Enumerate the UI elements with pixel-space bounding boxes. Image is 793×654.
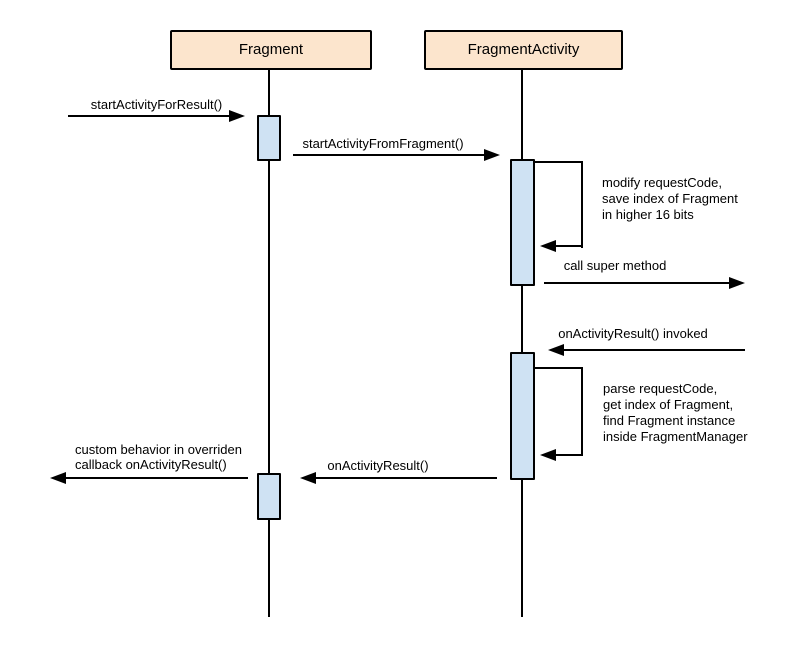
self-loop-2-right-line	[581, 367, 583, 456]
self-loop-1-bottom-line	[556, 245, 583, 247]
note-parse-request-code: parse requestCode, get index of Fragment…	[603, 381, 748, 444]
message-label-call-super-method: call super method	[563, 258, 667, 273]
arrowhead-left-icon	[540, 240, 556, 252]
actor-label-fragmentactivity: FragmentActivity	[467, 41, 580, 58]
message-line-custom-behavior	[66, 477, 248, 479]
self-loop-2-bottom-line	[556, 454, 583, 456]
arrowhead-left-icon	[540, 449, 556, 461]
activation-fragment-1	[257, 115, 281, 161]
arrowhead-left-icon	[50, 472, 66, 484]
actor-box-fragmentactivity: FragmentActivity	[424, 30, 623, 70]
lifeline-fragmentactivity	[521, 70, 523, 617]
arrowhead-left-icon	[300, 472, 316, 484]
message-line-call-super-method	[544, 282, 729, 284]
message-label-on-activity-result: onActivityResult()	[327, 458, 429, 473]
message-label-on-activity-result-invoked: onActivityResult() invoked	[558, 326, 708, 341]
arrowhead-right-icon	[229, 110, 245, 122]
actor-box-fragment: Fragment	[170, 30, 372, 70]
note-modify-request-code: modify requestCode, save index of Fragme…	[602, 175, 738, 222]
message-label-custom-behavior: custom behavior in overriden callback on…	[75, 442, 242, 472]
activation-fragment-2	[257, 473, 281, 520]
message-label-start-activity-from-fragment: startActivityFromFragment()	[302, 136, 464, 151]
self-loop-1-top-line	[535, 161, 583, 163]
message-line-on-activity-result	[316, 477, 497, 479]
self-loop-1-right-line	[581, 161, 583, 248]
message-line-start-activity-for-result	[68, 115, 229, 117]
message-label-start-activity-for-result: startActivityForResult()	[90, 97, 223, 112]
arrowhead-left-icon	[548, 344, 564, 356]
lifeline-fragment	[268, 70, 270, 617]
arrowhead-right-icon	[484, 149, 500, 161]
arrowhead-right-icon	[729, 277, 745, 289]
actor-label-fragment: Fragment	[238, 41, 304, 58]
activation-fragmentactivity-2	[510, 352, 535, 480]
message-line-on-activity-result-invoked	[564, 349, 745, 351]
self-loop-2-top-line	[535, 367, 583, 369]
message-line-start-activity-from-fragment	[293, 154, 484, 156]
activation-fragmentactivity-1	[510, 159, 535, 286]
